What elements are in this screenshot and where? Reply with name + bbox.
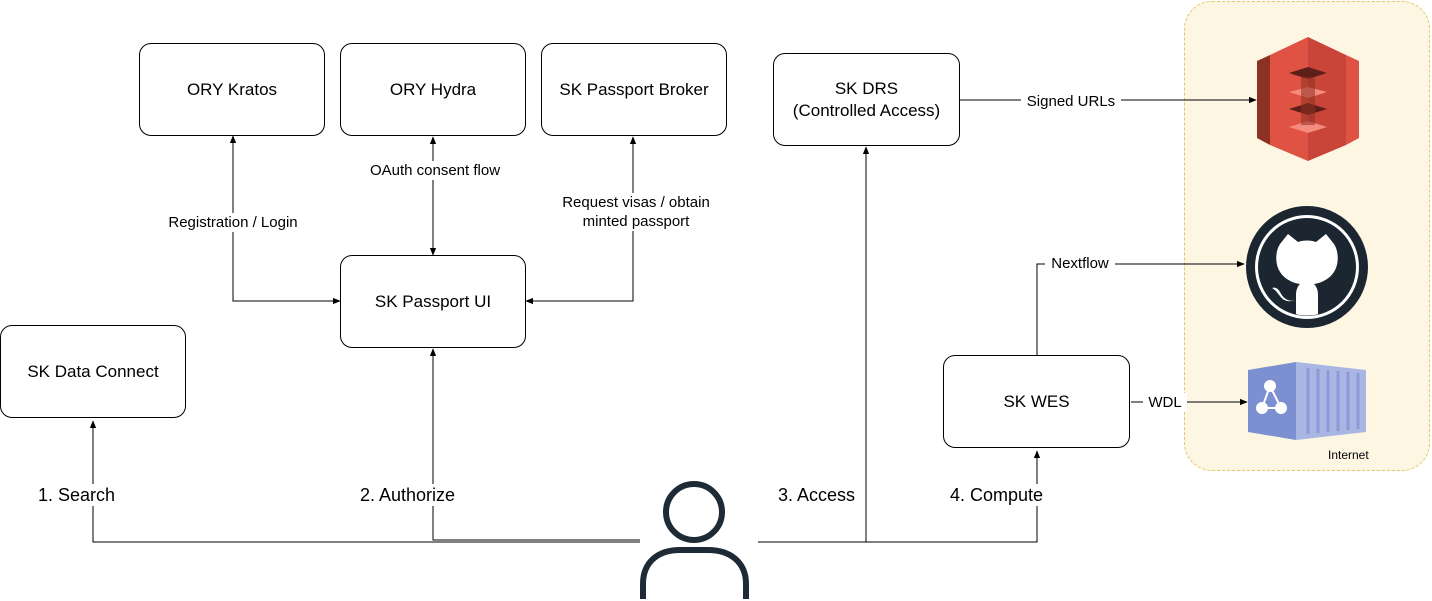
edge-user-drs: [758, 146, 870, 543]
request-visas-label: Request visas / obtain minted passport: [548, 193, 724, 231]
amazon-s3-icon: [1257, 37, 1359, 161]
sk-wes-box: SK WES: [943, 355, 1130, 448]
oauth-consent-label: OAuth consent flow: [362, 161, 508, 180]
github-icon: [1246, 206, 1368, 328]
sk-drs-box: SK DRS (Controlled Access): [773, 53, 960, 146]
ory-hydra-box: ORY Hydra: [340, 43, 526, 136]
edge-ui-broker: [525, 136, 637, 305]
sk-passport-ui-label: SK Passport UI: [374, 291, 492, 311]
nextflow-label: Nextflow: [1045, 254, 1115, 273]
edge-user-wes: [758, 450, 1041, 543]
internet-zone-label: Internet: [1328, 448, 1369, 462]
edge-wes-github: [1036, 260, 1245, 355]
registration-login-label: Registration / Login: [160, 213, 306, 232]
ory-kratos-label: ORY Kratos: [186, 79, 278, 99]
sk-passport-broker-box: SK Passport Broker: [541, 43, 727, 136]
sk-passport-ui-box: SK Passport UI: [340, 255, 526, 348]
sk-drs-label: SK DRS (Controlled Access): [792, 78, 941, 120]
user-icon: [640, 481, 749, 599]
sk-data-connect-label: SK Data Connect: [27, 361, 159, 381]
step-access-label: 3. Access: [778, 484, 856, 506]
edge-user-data-connect: [89, 420, 640, 543]
sk-passport-broker-label: SK Passport Broker: [559, 79, 709, 99]
signed-urls-label: Signed URLs: [1021, 92, 1121, 111]
wdl-label: WDL: [1143, 393, 1187, 412]
sk-wes-label: SK WES: [1003, 391, 1070, 411]
container-registry-icon: [1248, 362, 1366, 440]
sk-data-connect-box: SK Data Connect: [0, 325, 186, 418]
step-authorize-label: 2. Authorize: [360, 484, 456, 506]
step-search-label: 1. Search: [38, 484, 116, 506]
ory-hydra-label: ORY Hydra: [389, 79, 477, 99]
ory-kratos-box: ORY Kratos: [139, 43, 325, 136]
step-compute-label: 4. Compute: [950, 484, 1044, 506]
edge-user-passport-ui: [429, 348, 640, 541]
